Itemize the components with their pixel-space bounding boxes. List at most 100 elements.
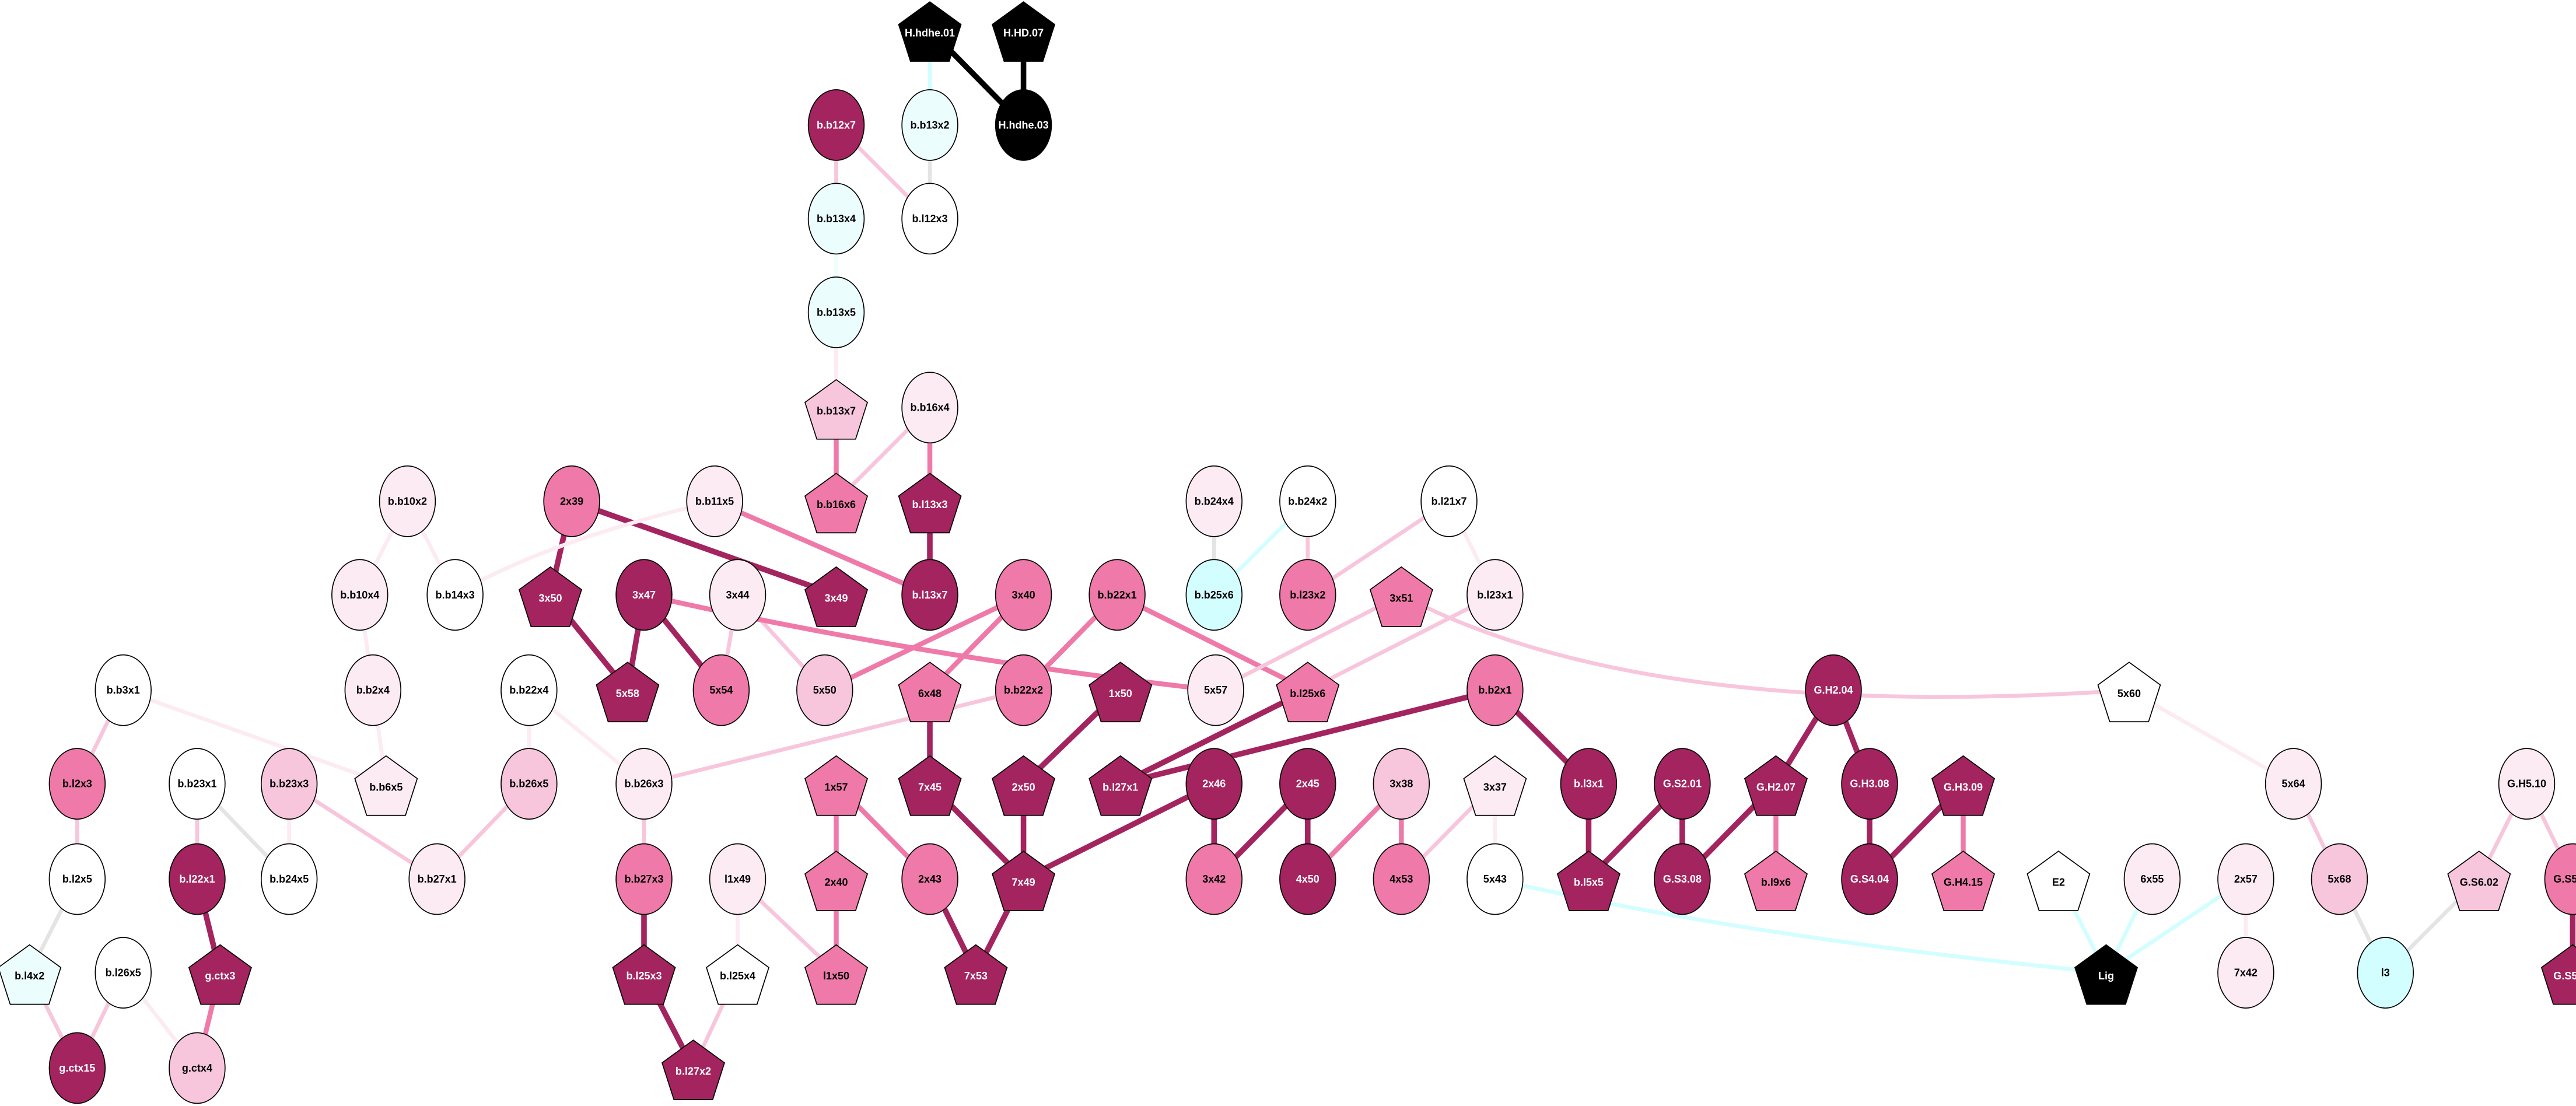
node-l1x49[interactable]: l1x49 [709,843,766,915]
node-g-h3-08[interactable]: G.H3.08 [1841,748,1898,820]
node-b-l25x6[interactable]: b.l25x6 [1276,662,1340,723]
node-g-s5-05[interactable]: G.S5.05 [2540,944,2576,1005]
node-5x54[interactable]: 5x54 [692,654,750,726]
node-b-b26x3[interactable]: b.b26x3 [615,748,673,820]
node-g-s3-08[interactable]: G.S3.08 [1654,843,1711,915]
node-g-ctx4[interactable]: g.ctx4 [169,1032,226,1104]
node-b-l22x1[interactable]: b.l22x1 [169,843,226,915]
node-1x57[interactable]: 1x57 [804,755,869,816]
node-b-l27x2[interactable]: b.l27x2 [661,1039,725,1100]
node-b-l2x3[interactable]: b.l2x3 [48,748,106,820]
node-g-h4-15[interactable]: G.H4.15 [1931,850,1996,911]
node-g-s6-02[interactable]: G.S6.02 [2447,850,2511,911]
node-6x48[interactable]: 6x48 [898,662,962,723]
node-b-b22x1[interactable]: b.b22x1 [1088,559,1146,631]
node-b-l23x1[interactable]: b.l23x1 [1466,559,1524,631]
node-b-b22x2[interactable]: b.b22x2 [995,654,1052,726]
node-b-l9x6[interactable]: b.l9x6 [1744,850,1808,911]
node-3x44[interactable]: 3x44 [709,559,766,631]
node-3x37[interactable]: 3x37 [1463,755,1527,816]
node-3x42[interactable]: 3x42 [1185,843,1242,915]
node-b-l26x5[interactable]: b.l26x5 [94,937,152,1009]
node-2x39[interactable]: 2x39 [543,465,600,537]
node-b-b13x2[interactable]: b.b13x2 [901,89,958,161]
node-g-ctx15[interactable]: g.ctx15 [48,1032,106,1104]
node-b-b11x5[interactable]: b.b11x5 [686,465,743,537]
node-2x46[interactable]: 2x46 [1185,748,1242,820]
node-1x50[interactable]: 1x50 [1088,662,1153,723]
node-5x60[interactable]: 5x60 [2097,662,2161,723]
node-7x45[interactable]: 7x45 [898,755,962,816]
node-b-b10x2[interactable]: b.b10x2 [379,465,436,537]
node-3x40[interactable]: 3x40 [995,559,1052,631]
node-5x68[interactable]: 5x68 [2311,843,2368,915]
node-b-b27x1[interactable]: b.b27x1 [408,843,466,915]
node-g-s2-01[interactable]: G.S2.01 [1654,748,1711,820]
node-b-b14x3[interactable]: b.b14x3 [426,559,484,631]
node-b-b16x6[interactable]: b.b16x6 [804,473,869,534]
node-b-b22x4[interactable]: b.b22x4 [501,654,558,726]
node-b-l25x4[interactable]: b.l25x4 [706,944,770,1005]
node-b-b13x4[interactable]: b.b13x4 [807,183,865,255]
node-5x64[interactable]: 5x64 [2264,748,2322,820]
node-3x49[interactable]: 3x49 [804,566,869,627]
node-b-b24x4[interactable]: b.b24x4 [1185,465,1242,537]
node-6x55[interactable]: 6x55 [2123,843,2181,915]
node-b-l2x5[interactable]: b.l2x5 [48,843,106,915]
node-5x57[interactable]: 5x57 [1187,654,1244,726]
node-l3[interactable]: l3 [2357,937,2414,1009]
node-3x47[interactable]: 3x47 [615,559,673,631]
node-7x49[interactable]: 7x49 [992,850,1056,911]
node-b-b10x4[interactable]: b.b10x4 [331,559,388,631]
node-b-l4x2[interactable]: b.l4x2 [0,944,62,1005]
node-5x50[interactable]: 5x50 [796,654,853,726]
node-b-b3x1[interactable]: b.b3x1 [94,654,152,726]
node-b-b13x7[interactable]: b.b13x7 [804,379,869,440]
node-b-l5x5[interactable]: b.l5x5 [1556,850,1620,911]
node-b-b26x5[interactable]: b.b26x5 [501,748,558,820]
node-h-hd-07[interactable]: H.HD.07 [992,1,1056,62]
node-lig[interactable]: Lig [2074,944,2138,1005]
node-7x53[interactable]: 7x53 [944,944,1008,1005]
node-b-l25x3[interactable]: b.l25x3 [612,944,676,1005]
node-b-b23x3[interactable]: b.b23x3 [260,748,318,820]
node-2x40[interactable]: 2x40 [804,850,869,911]
node-3x50[interactable]: 3x50 [518,566,582,627]
node-b-b13x5[interactable]: b.b13x5 [807,276,865,348]
node-5x58[interactable]: 5x58 [596,662,660,723]
node-h-hdhe-01[interactable]: H.hdhe.01 [898,1,962,62]
node-b-b2x1[interactable]: b.b2x1 [1466,654,1524,726]
node-b-b24x5[interactable]: b.b24x5 [260,843,318,915]
node-2x45[interactable]: 2x45 [1279,748,1336,820]
node-3x38[interactable]: 3x38 [1373,748,1430,820]
node-b-l27x1[interactable]: b.l27x1 [1088,755,1153,816]
node-7x42[interactable]: 7x42 [2217,937,2274,1009]
node-3x51[interactable]: 3x51 [1369,566,1433,627]
node-b-l13x7[interactable]: b.l13x7 [901,559,958,631]
node-g-h5-10[interactable]: G.H5.10 [2498,748,2556,820]
node-b-l3x1[interactable]: b.l3x1 [1560,748,1618,820]
node-b-b24x2[interactable]: b.b24x2 [1279,465,1336,537]
node-e2[interactable]: E2 [2027,850,2091,911]
node-5x43[interactable]: 5x43 [1466,843,1524,915]
node-4x53[interactable]: 4x53 [1373,843,1430,915]
node-2x43[interactable]: 2x43 [901,843,958,915]
node-2x57[interactable]: 2x57 [2217,843,2274,915]
node-g-ctx3[interactable]: g.ctx3 [188,944,252,1005]
node-b-b16x4[interactable]: b.b16x4 [901,372,958,444]
node-g-h3-09[interactable]: G.H3.09 [1931,755,1996,816]
node-b-l12x3[interactable]: b.l12x3 [901,183,958,255]
node-b-b23x1[interactable]: b.b23x1 [169,748,226,820]
node-b-l23x2[interactable]: b.l23x2 [1279,559,1336,631]
node-l1x50[interactable]: l1x50 [804,944,869,1005]
node-g-h2-07[interactable]: G.H2.07 [1744,755,1808,816]
node-b-l13x3[interactable]: b.l13x3 [898,473,962,534]
node-h-hdhe-03[interactable]: H.hdhe.03 [995,89,1052,161]
node-b-b6x5[interactable]: b.b6x5 [354,755,418,816]
node-b-b2x4[interactable]: b.b2x4 [344,654,402,726]
node-4x50[interactable]: 4x50 [1279,843,1336,915]
node-2x50[interactable]: 2x50 [992,755,1056,816]
node-g-s4-04[interactable]: G.S4.04 [1841,843,1898,915]
node-b-l21x7[interactable]: b.l21x7 [1420,465,1478,537]
node-b-b25x6[interactable]: b.b25x6 [1185,559,1242,631]
